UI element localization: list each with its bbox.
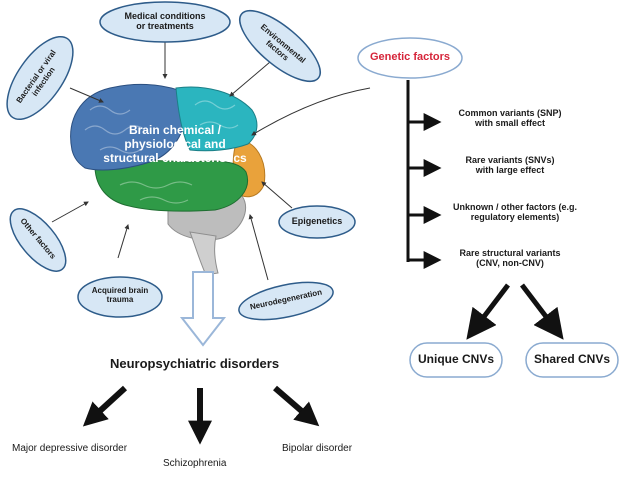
genetic-item-2: Rare variants (SNVs) with large effect — [465, 155, 555, 176]
epigenetics-bubble — [278, 205, 356, 239]
genetic-item-4: Rare structural variants (CNV, non-CNV) — [459, 248, 561, 269]
genetic-bubble — [357, 37, 463, 79]
neurodegeneration-bubble — [238, 281, 334, 321]
genetic-item-3: Unknown / other factors (e.g. regulatory… — [452, 202, 577, 223]
frontal-lobe — [70, 83, 187, 171]
brain-label: Brain chemical / physiological and struc… — [103, 123, 247, 165]
genetic-label: Genetic factors — [369, 51, 451, 63]
unique-cnv-label: Unique CNVs — [417, 352, 494, 366]
genetic-tree — [406, 80, 564, 340]
acquired-label: Acquired brain trauma — [91, 286, 149, 305]
medical-bubble — [99, 1, 231, 43]
parietal-lobe — [175, 86, 258, 152]
factor-arrows — [51, 42, 371, 281]
shared-cnv-label: Shared CNVs — [533, 352, 611, 366]
unique-cnv-box — [409, 342, 503, 378]
genetic-item-1: Common variants (SNP) with small effect — [458, 108, 562, 129]
medical-label: Medical conditions or treatments — [124, 11, 206, 32]
epigenetics-label: Epigenetics — [291, 216, 343, 226]
brainstem — [189, 231, 219, 276]
shared-cnv-box — [525, 342, 619, 378]
factor-bubbles — [6, 1, 463, 321]
brain-illustration — [70, 83, 266, 276]
other-bubble — [9, 208, 67, 272]
disorders-title: Neuropsychiatric disorders — [110, 356, 280, 371]
acquired-bubble — [77, 276, 163, 318]
temporal-lobe — [94, 159, 248, 212]
disorder-major-depressive: Major depressive disorder — [12, 443, 128, 454]
hollow-down-arrow — [179, 271, 227, 347]
disorder-arrows — [82, 385, 320, 445]
disorder-bipolar: Bipolar disorder — [282, 443, 353, 454]
environmental-bubble — [239, 9, 321, 83]
disorder-schizophrenia: Schizophrenia — [163, 458, 227, 469]
bacterial-bubble — [6, 35, 74, 121]
